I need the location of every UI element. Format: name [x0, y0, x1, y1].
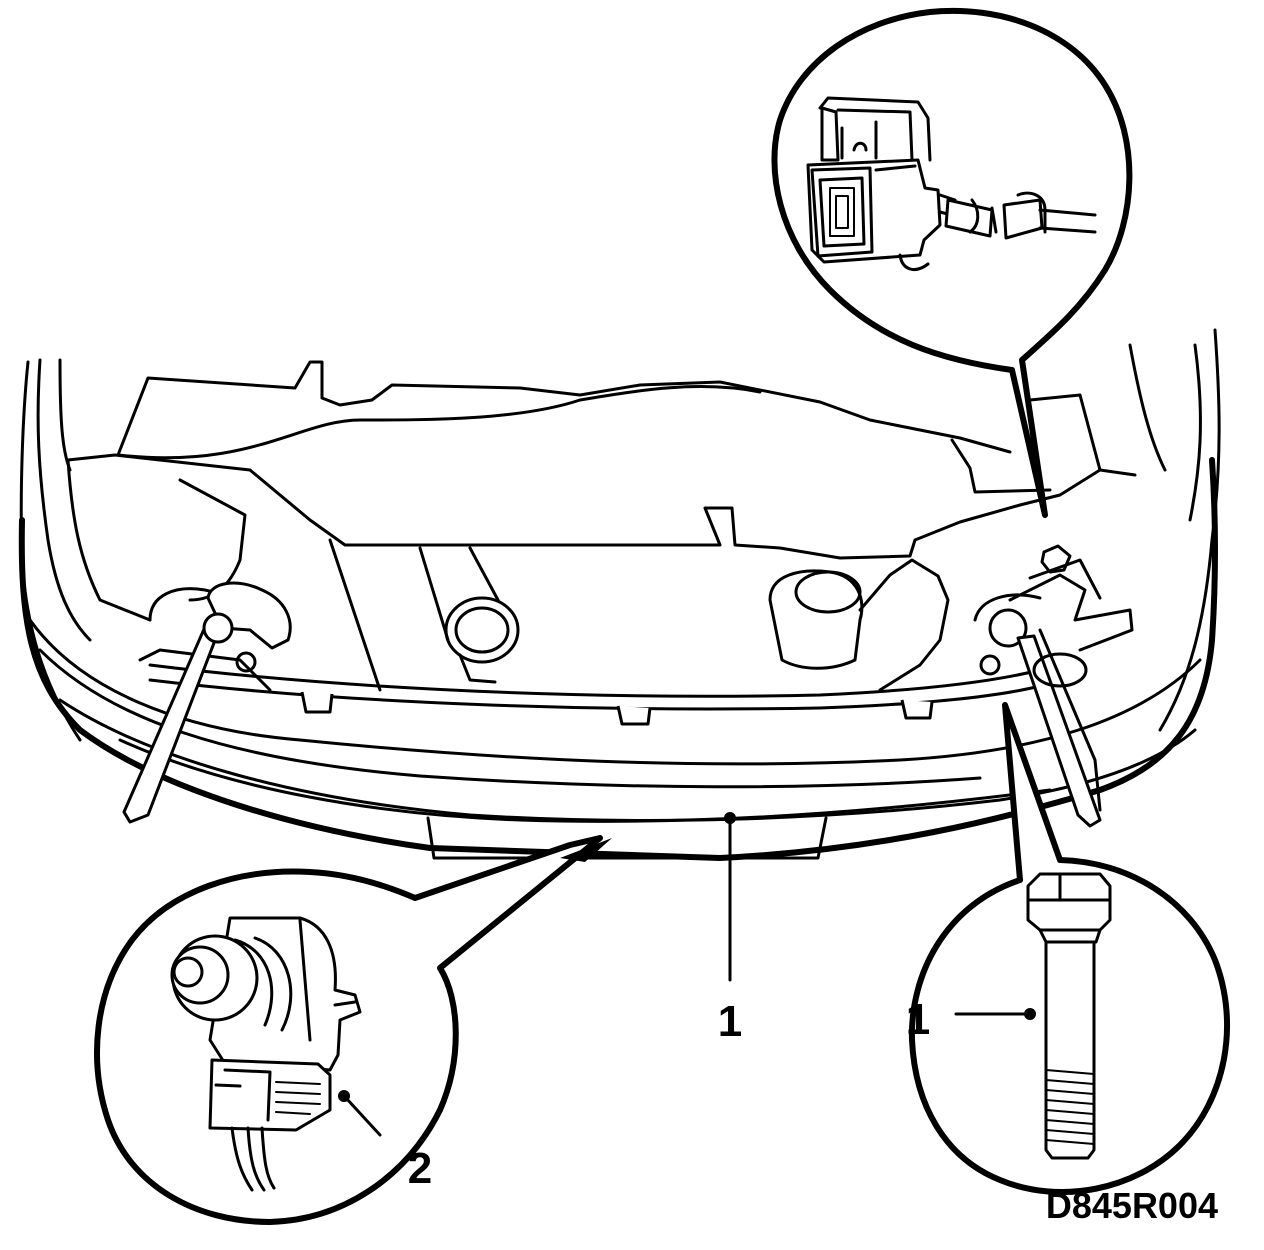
figure-id: D845R004	[1046, 1185, 1218, 1226]
sensor-callout-label: 2	[408, 1144, 432, 1193]
bumper-callout-label: 1	[718, 997, 742, 1046]
sensor-detail-view	[94, 835, 612, 1225]
bolt-detail-view	[908, 702, 1231, 1196]
car-rear-body	[18, 328, 1221, 861]
bolt-callout-label: 1	[906, 995, 930, 1044]
leader-lines	[338, 812, 1036, 1137]
connector-detail-view	[771, 7, 1133, 518]
